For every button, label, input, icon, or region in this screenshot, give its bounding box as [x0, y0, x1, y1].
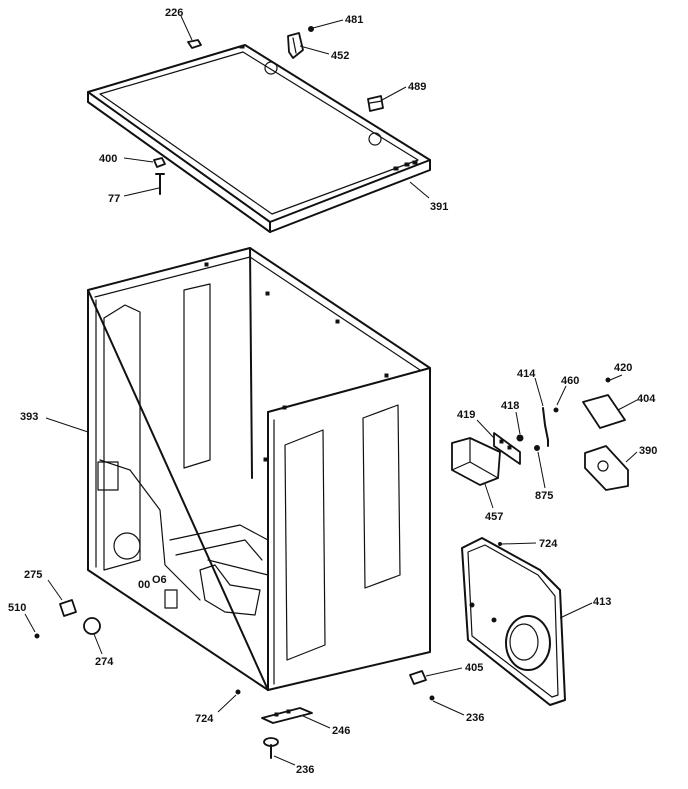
callout-510: 510	[8, 602, 26, 614]
screw-510	[34, 633, 40, 639]
bracket-489	[367, 95, 384, 112]
callout-390: 390	[639, 445, 657, 457]
callout-275: 275	[24, 569, 42, 581]
screw-481	[308, 26, 314, 32]
top-panel	[87, 44, 431, 233]
screw-724-bottom	[235, 689, 241, 695]
callout-414: 414	[517, 368, 536, 380]
callout-420: 420	[614, 362, 632, 374]
callout-404: 404	[637, 393, 656, 405]
cabinet: 00 O6	[87, 247, 431, 691]
callout-246: 246	[332, 725, 350, 737]
plate-404	[582, 394, 626, 429]
screw-77	[155, 173, 165, 195]
clip-875	[534, 445, 540, 451]
callout-452: 452	[331, 50, 349, 62]
clip-405	[409, 670, 427, 685]
clip-226	[187, 39, 202, 49]
screw-418	[516, 434, 524, 442]
screw-460	[553, 407, 559, 413]
callout-419: 419	[457, 409, 475, 421]
callout-875: 875	[535, 490, 553, 502]
cover-390	[584, 445, 629, 491]
mark-text: 00	[138, 579, 150, 591]
wire-414	[542, 407, 549, 447]
foot-236-bottom	[263, 737, 279, 759]
callout-460: 460	[561, 375, 579, 387]
bracket-457	[451, 437, 501, 486]
rail-246	[261, 707, 313, 724]
hinge-452	[287, 32, 304, 59]
callout-393: 393	[20, 411, 38, 423]
callout-481: 481	[345, 14, 363, 26]
callout-226: 226	[165, 7, 183, 19]
callout-labels: 226 481 452 489 400 77 391 393 414 460 4…	[8, 7, 657, 776]
screw-420	[605, 377, 611, 383]
callout-724-bottom: 724	[195, 713, 214, 725]
callout-418: 418	[501, 400, 519, 412]
callout-391: 391	[430, 201, 448, 213]
mark-text-2: O6	[152, 574, 167, 586]
callout-405: 405	[465, 662, 483, 674]
callout-457: 457	[485, 511, 503, 523]
foot-236-right	[429, 695, 435, 701]
rear-panel	[461, 537, 566, 706]
leveler-274	[83, 617, 101, 635]
callout-236-right: 236	[466, 712, 484, 724]
callout-236-bottom: 236	[296, 764, 314, 776]
callout-274: 274	[95, 656, 114, 668]
nut-400	[153, 157, 166, 168]
knob-275	[59, 599, 77, 617]
callout-400: 400	[99, 153, 117, 165]
terminal-block-419	[493, 432, 521, 465]
callout-77: 77	[108, 193, 120, 205]
callout-413: 413	[593, 596, 611, 608]
callout-489: 489	[408, 81, 426, 93]
leader-lines	[24, 15, 638, 766]
callout-724-right: 724	[539, 538, 558, 550]
